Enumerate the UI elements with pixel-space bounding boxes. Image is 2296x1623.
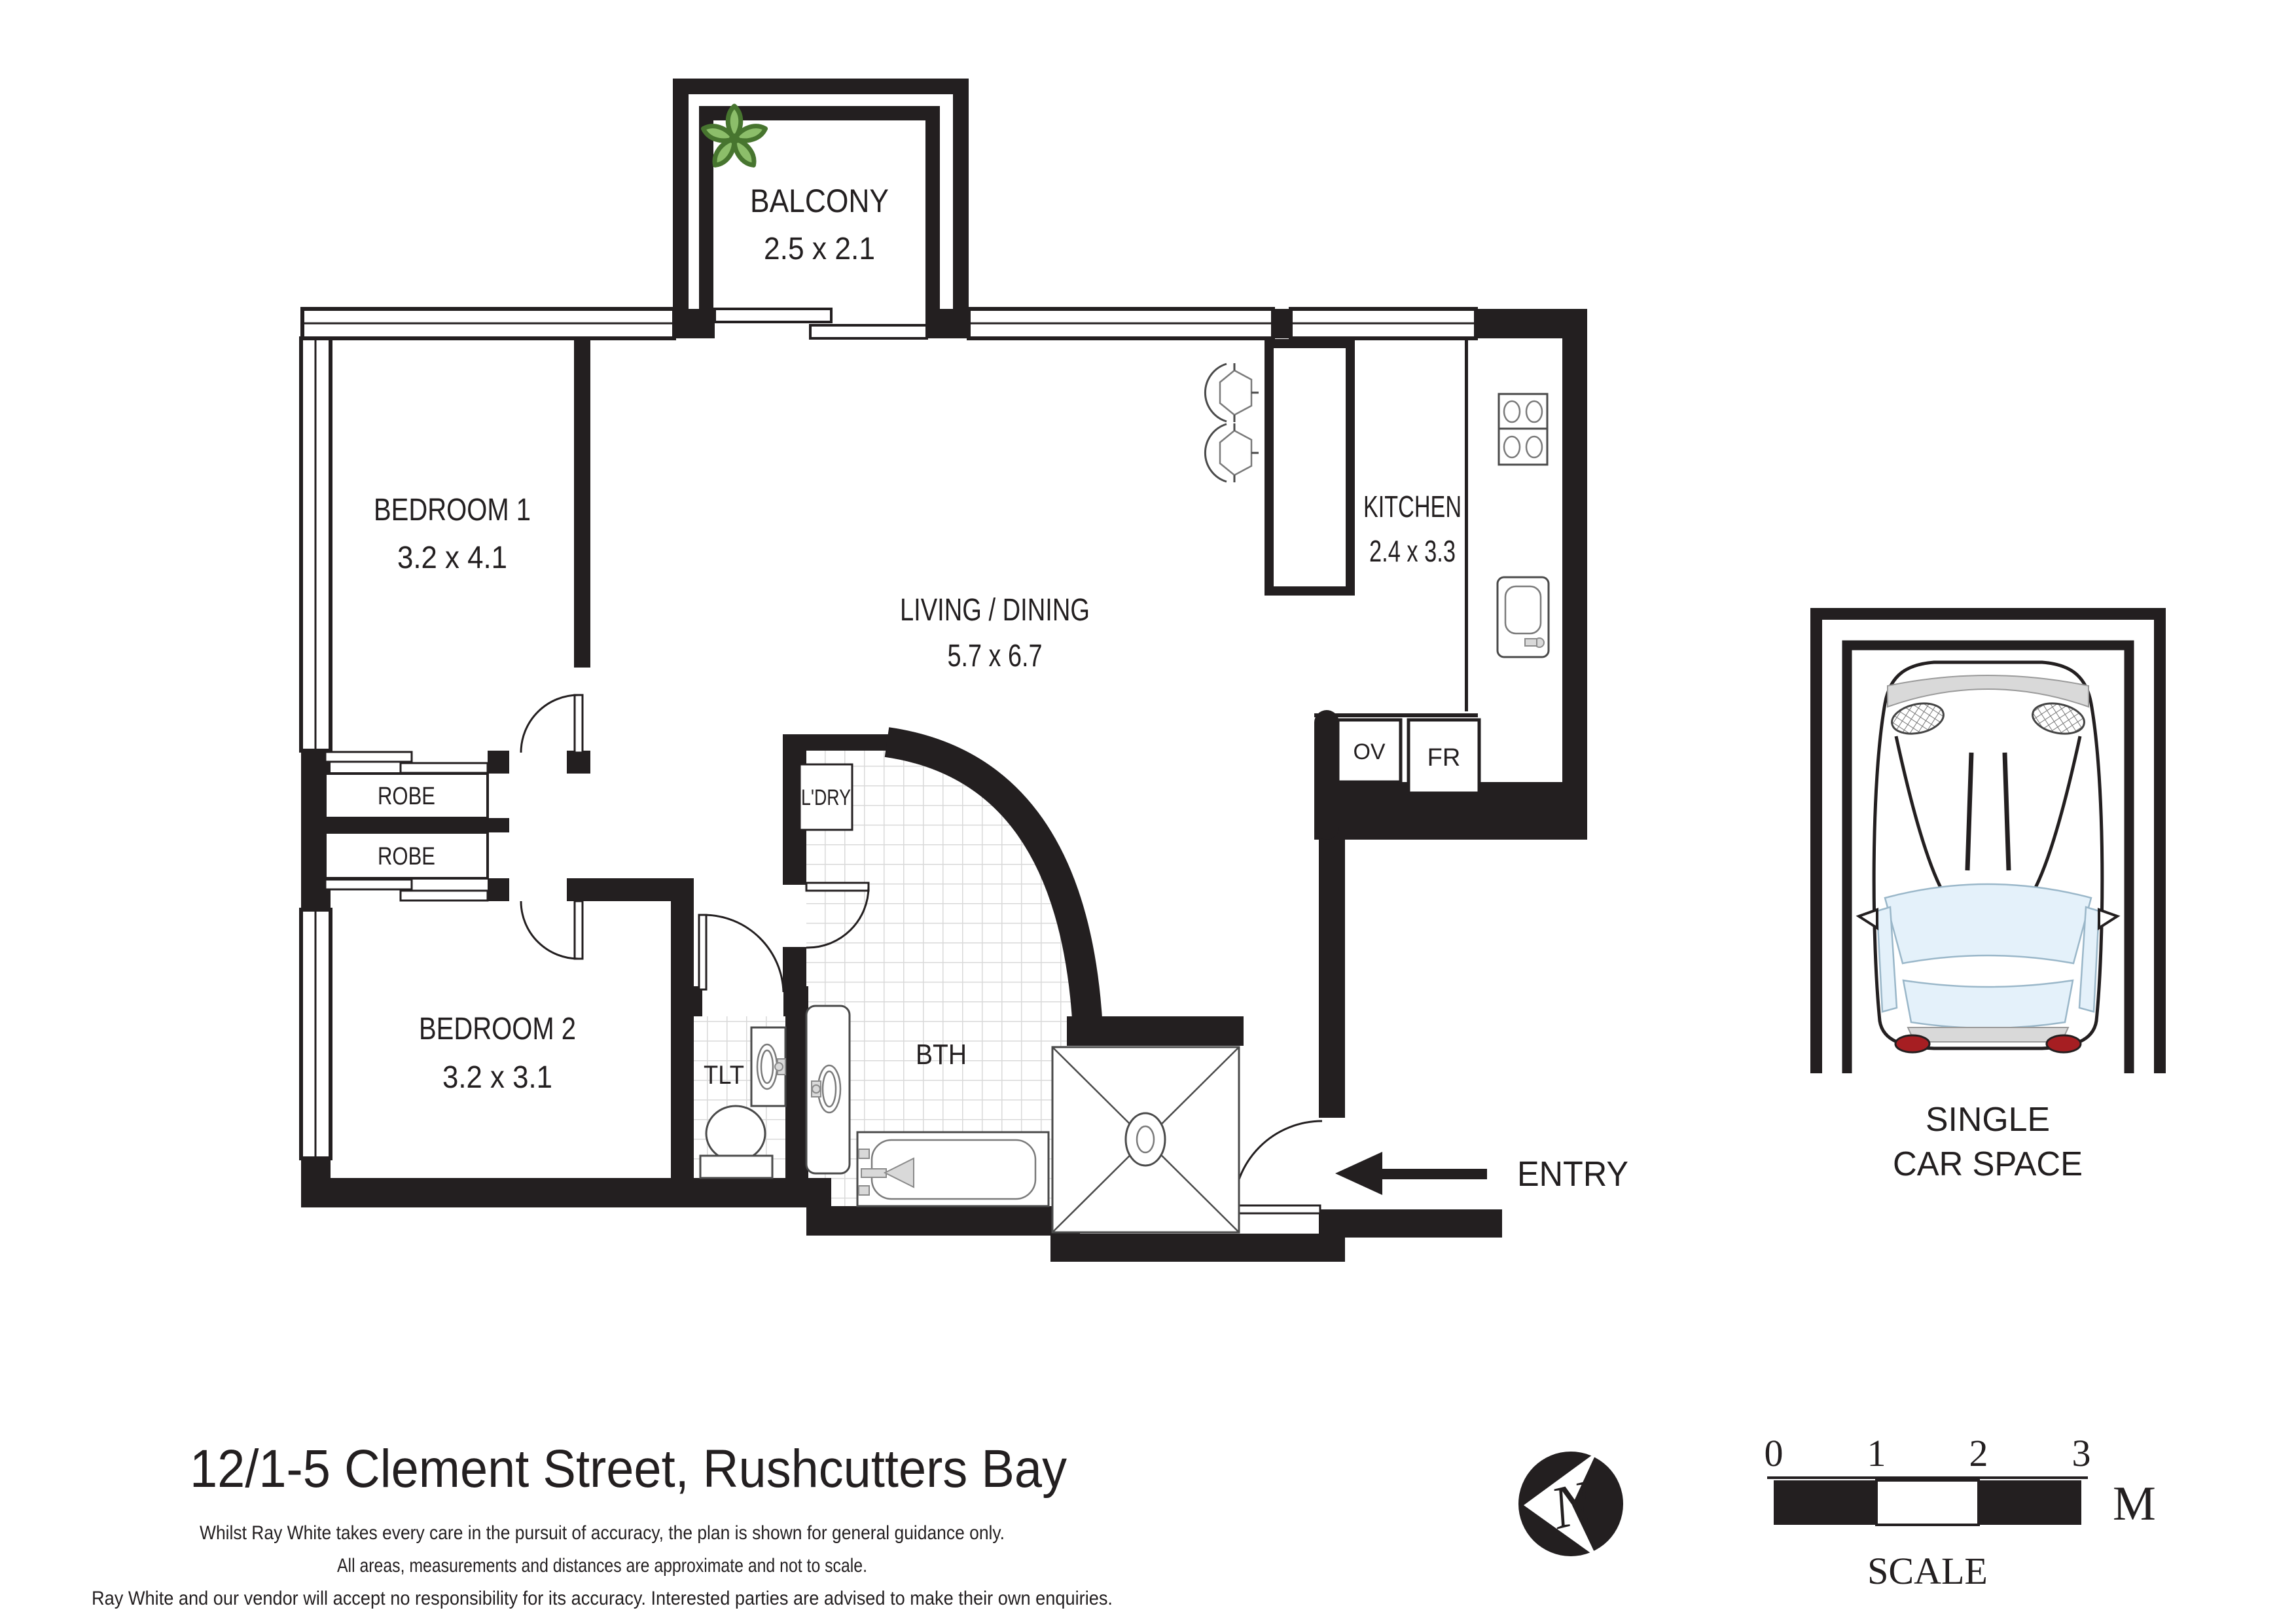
footer: 12/1-5 Clement Street, Rushcutters Bay W… [92, 1439, 1113, 1609]
internal-walls [301, 338, 1502, 1262]
plant-icon [700, 103, 768, 168]
fridge-label: FR [1427, 744, 1461, 772]
scale-tick-0: 0 [1765, 1432, 1784, 1474]
robes: ROBE ROBE [324, 751, 489, 902]
entry-side-wall [1319, 840, 1345, 1118]
oven-label: OV [1353, 740, 1385, 764]
sink-icon [1496, 576, 1550, 658]
kitchen-dims: 2.4 x 3.3 [1369, 534, 1456, 568]
bottom-wall-bath [806, 1206, 1068, 1236]
balcony-sliding-door [713, 308, 928, 340]
bath-curved-wall [884, 727, 1103, 1030]
kitchen-label: KITCHEN [1363, 490, 1462, 524]
robe-divider-wall [301, 818, 509, 832]
toilet-icon [699, 1105, 774, 1179]
scale-tick-2: 2 [1969, 1432, 1988, 1474]
disclaimer-line3: Ray White and our vendor will accept no … [92, 1588, 1113, 1609]
fridge-box [1407, 718, 1481, 795]
entry-arrow-shaft [1382, 1169, 1487, 1179]
balcony: BALCONY 2.5 x 2.1 [673, 79, 969, 314]
robe-top-label: ROBE [378, 783, 435, 810]
shower-top-wall [1067, 1016, 1244, 1046]
stool [1204, 423, 1259, 483]
scale-tick-3: 3 [2072, 1432, 2091, 1474]
bedroom1-door [520, 694, 584, 754]
kitchen-counter-edge [1465, 338, 1468, 711]
living-label: LIVING / DINING [900, 593, 1090, 628]
bottom-wall-bedroom2 [301, 1178, 808, 1207]
scale-label: SCALE [1867, 1550, 1988, 1592]
balcony-dims: 2.5 x 2.1 [764, 232, 875, 266]
bedroom1-right-wall [574, 338, 590, 668]
bathtub-icon [856, 1131, 1050, 1207]
address-title: 12/1-5 Clement Street, Rushcutters Bay [190, 1439, 1067, 1499]
bedroom2-label: BEDROOM 2 [419, 1012, 576, 1046]
car-icon [1856, 660, 2121, 1054]
bottom-wall-shower [1050, 1234, 1345, 1262]
balcony-label: BALCONY [750, 183, 889, 219]
bath-label: BTH [916, 1039, 967, 1071]
laundry-box [798, 763, 853, 831]
entry-arrow-head [1335, 1152, 1382, 1195]
bottom-wall-entry [1319, 1209, 1502, 1238]
bedroom2-right-wall [671, 901, 694, 1207]
car-space: SINGLE CAR SPACE [1810, 608, 2166, 1183]
car-space-label-line2: CAR SPACE [1893, 1145, 2083, 1183]
bedroom1-label: BEDROOM 1 [374, 493, 531, 527]
bath-top-wall [783, 734, 897, 751]
oven-fridge-unit: OV FR [1314, 710, 1587, 840]
entry: ENTRY [1335, 1152, 1628, 1195]
robe-bottom-label: ROBE [378, 843, 435, 870]
toilet-door [698, 914, 785, 993]
living-dims: 5.7 x 6.7 [948, 639, 1043, 673]
oven-box [1336, 718, 1403, 784]
toilet-room: TLT [699, 1026, 787, 1179]
robe-top-box [324, 772, 489, 819]
kitchen-right-wall [1562, 309, 1587, 840]
bath-vanity [805, 1005, 851, 1175]
scale-bar: 0 1 2 3 M SCALE [1765, 1432, 2156, 1592]
bathroom: L'DRY BTH [798, 763, 1240, 1234]
disclaimer-line2: All areas, measurements and distances ar… [337, 1555, 867, 1577]
car-space-label-line1: SINGLE [1926, 1101, 2050, 1139]
bedroom1-dims: 3.2 x 4.1 [397, 541, 507, 575]
bathroom-door [805, 882, 870, 949]
room-labels: BEDROOM 1 3.2 x 4.1 LIVING / DINING 5.7 … [374, 493, 1090, 1095]
robe-bottom-box [324, 831, 489, 880]
shower-icon [1051, 1046, 1240, 1234]
scale-tick-1: 1 [1867, 1432, 1886, 1474]
stool [1204, 363, 1259, 423]
kitchen-peninsula-bench [1265, 339, 1355, 596]
disclaimer-line1: Whilst Ray White takes every care in the… [200, 1522, 1005, 1544]
laundry-label: L'DRY [801, 785, 851, 810]
entry-label: ENTRY [1517, 1154, 1628, 1194]
scale-unit: M [2113, 1477, 2156, 1531]
toilet-right-wall [785, 986, 808, 1207]
entry-door [1230, 1120, 1323, 1215]
north-compass: N [1518, 1452, 1623, 1558]
kitchen: OV FR KITCHEN 2.4 x 3.3 [1204, 309, 1587, 840]
bedroom2-dims: 3.2 x 3.1 [442, 1060, 552, 1095]
toilet-vanity [750, 1026, 787, 1107]
toilet-label: TLT [704, 1061, 744, 1090]
bedroom2-door [520, 900, 584, 960]
cooktop-icon [1498, 393, 1549, 466]
top-wall [300, 307, 1587, 340]
